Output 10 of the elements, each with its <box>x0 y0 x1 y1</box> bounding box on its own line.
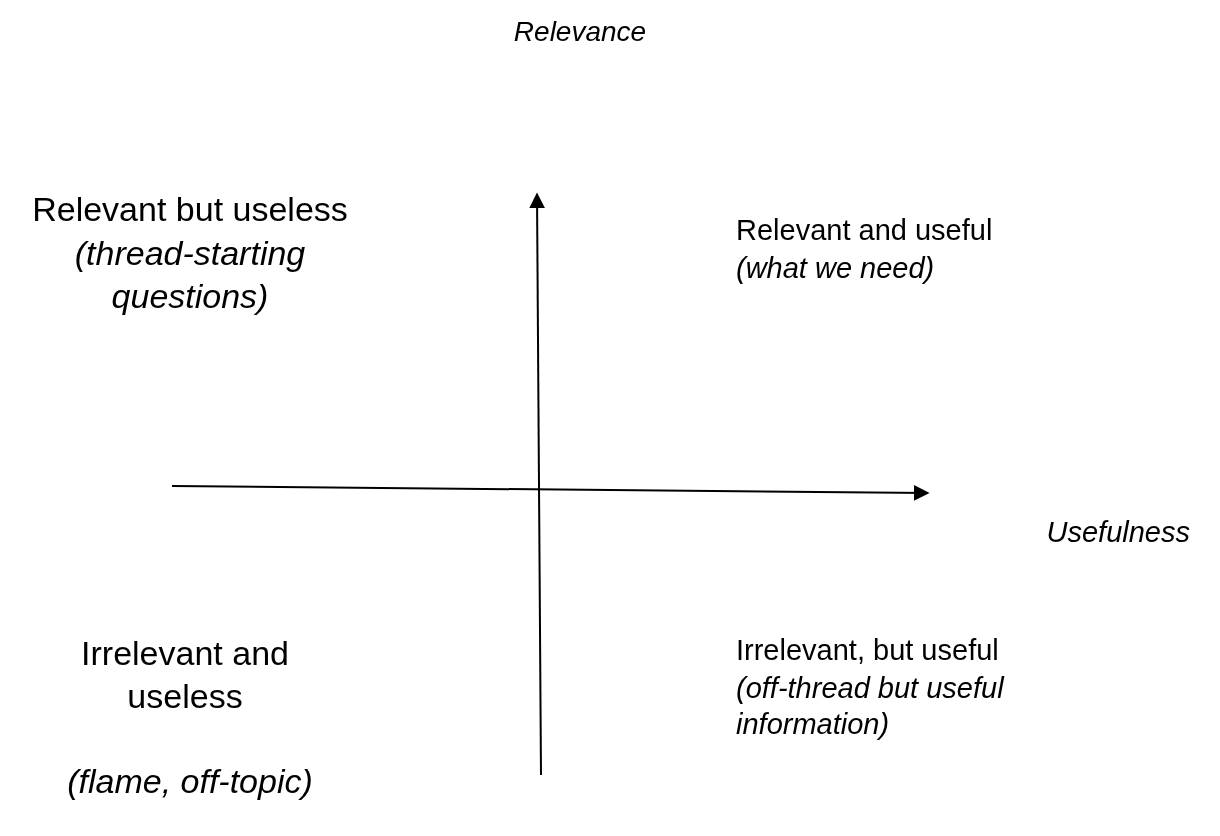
quadrant-title: Relevant but useless <box>31 189 349 230</box>
quadrant-description: (off-thread but useful information) <box>736 671 1006 743</box>
quadrant-description: (thread-starting questions) <box>73 233 307 317</box>
quadrant-description: (flame, off-topic) <box>66 761 314 802</box>
quadrant-title: Irrelevant and useless <box>80 633 290 717</box>
axis-title: Relevance <box>512 15 648 49</box>
axis-title: Usefulness <box>1045 515 1190 550</box>
quadrant-title: Relevant and useful <box>736 213 994 248</box>
quadrant-description: (what we need) <box>736 251 936 286</box>
quadrant-title: Irrelevant, but useful <box>736 633 1000 668</box>
